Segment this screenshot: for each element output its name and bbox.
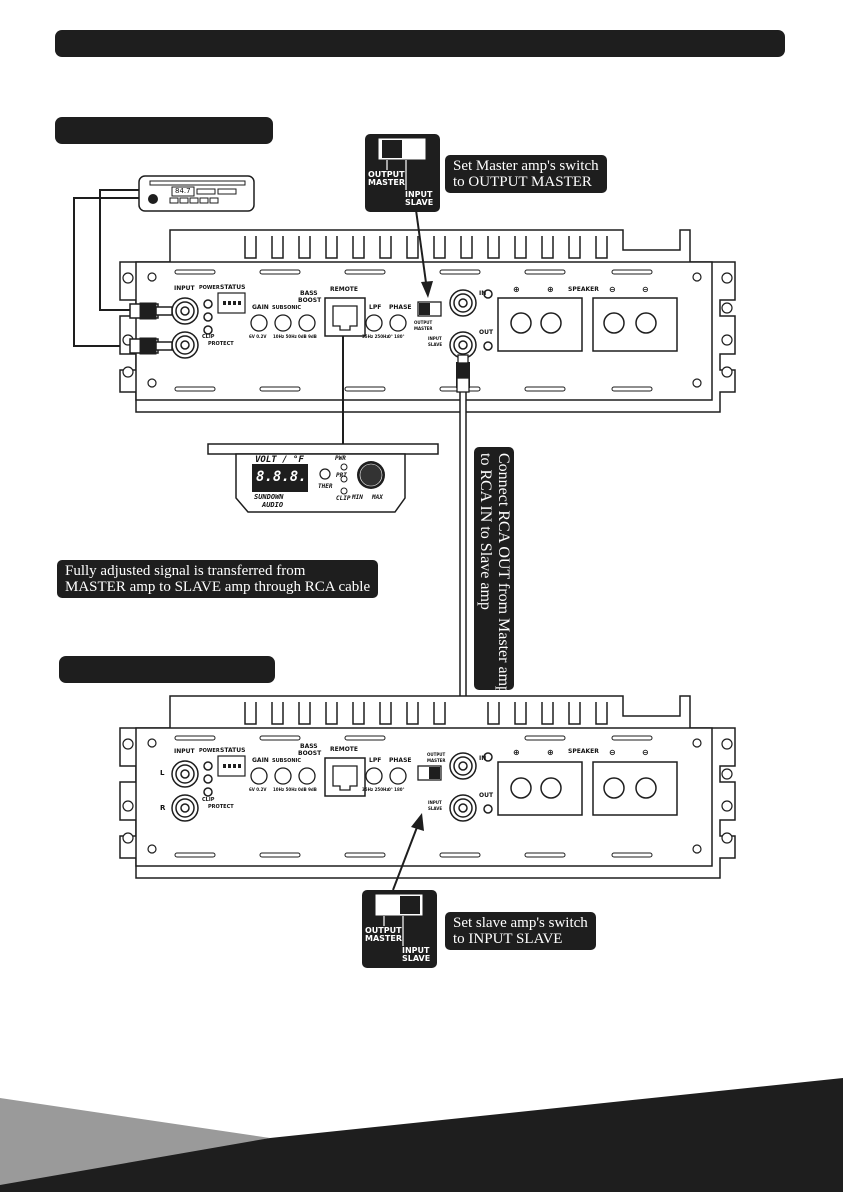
rca-note-line2: to RCA IN to Slave amp	[477, 453, 494, 610]
master-scale-boost: 0dB 9dB	[298, 334, 317, 339]
slave-plus-icon-1: ⊕	[513, 748, 520, 757]
master-section-bar	[55, 117, 273, 144]
remote-brand-2: AUDIO	[262, 501, 284, 509]
slave-in-label: IN	[479, 755, 487, 762]
master-scale-gain: 6V 0.2V	[249, 334, 267, 339]
header-bar	[55, 30, 785, 57]
slave-protect-label: PROTECT	[208, 804, 234, 810]
rca-note-line1: Connect RCA OUT from Master amp	[495, 453, 512, 695]
slave-switch-diagram	[362, 890, 437, 968]
slave-clip-label: CLIP	[202, 797, 215, 803]
remote-clip-label: CLIP	[336, 495, 351, 502]
master-phase-label: PHASE	[389, 304, 412, 311]
master-input-label: INPUT	[174, 285, 195, 292]
master-speaker-label: SPEAKER	[568, 286, 599, 293]
slave-scale-boost: 0dB 9dB	[298, 787, 317, 792]
slave-gain-label: GAIN	[252, 757, 269, 764]
slave-boost-label: BOOST	[298, 750, 322, 757]
master-out-label: OUT	[479, 329, 494, 336]
slave-switch-note: Set slave amp's switch to INPUT SLAVE	[445, 912, 596, 950]
slave-lpf-label: LPF	[369, 757, 382, 764]
remote-min-label: MIN	[352, 494, 363, 501]
slave-out-label: OUT	[479, 792, 494, 799]
remote-digits: 8.8.8.	[256, 469, 307, 485]
remote-brand-1: SUNDOWN	[254, 493, 284, 501]
master-scale-phase: 0° 180°	[388, 334, 405, 339]
master-note-line1: Set Master amp's switch	[453, 158, 599, 174]
slave-bass-label: BASS	[300, 743, 318, 750]
slave-power-label: POWER	[199, 748, 220, 754]
master-scale-lpf: 35Hz 250Hz	[362, 334, 389, 339]
slave-minus-icon-1: ⊖	[609, 748, 616, 757]
master-boost-label: BOOST	[298, 297, 322, 304]
slave-phase-label: PHASE	[389, 757, 412, 764]
master-plus-icon-1: ⊕	[513, 285, 520, 294]
slave-section-bar	[59, 656, 275, 683]
slave-scale-gain: 6V 0.2V	[249, 787, 267, 792]
remote-ther-label: THER	[318, 483, 333, 490]
grey-wedge	[0, 1098, 270, 1192]
slave-speaker-label: SPEAKER	[568, 748, 599, 755]
slave-subsonic-label: SUBSONIC	[272, 758, 302, 764]
master-status-label: STATUS	[220, 284, 246, 291]
master-note-line2: to OUTPUT MASTER	[453, 174, 592, 190]
slave-l-label: L	[160, 769, 165, 777]
master-minus-icon-2: ⊖	[642, 285, 649, 294]
master-switch-note: Set Master amp's switch to OUTPUT MASTER	[445, 155, 607, 193]
slave-remote-label: REMOTE	[330, 746, 358, 753]
head-unit	[138, 175, 255, 212]
slave-amp	[119, 695, 736, 879]
master-clip-label: CLIP	[202, 334, 215, 340]
master-bass-label: BASS	[300, 290, 318, 297]
master-power-label: POWER	[199, 285, 220, 291]
rca-note: Connect RCA OUT from Master amp to RCA I…	[474, 447, 514, 694]
master-lpf-label: LPF	[369, 304, 382, 311]
master-scale-sub: 10Hz 50Hz	[273, 334, 297, 339]
master-in-label: IN	[479, 290, 487, 297]
signal-note-line1: Fully adjusted signal is transferred fro…	[65, 563, 306, 579]
slave-note-line1: Set slave amp's switch	[453, 915, 588, 931]
head-unit-display: 84.7	[175, 187, 191, 195]
slave-scale-sub: 10Hz 50Hz	[273, 787, 297, 792]
master-gain-label: GAIN	[252, 304, 269, 311]
signal-note-line2: MASTER amp to SLAVE amp through RCA cabl…	[65, 579, 371, 595]
slave-plus-icon-2: ⊕	[547, 748, 554, 757]
remote-controller	[207, 443, 439, 513]
master-subsonic-label: SUBSONIC	[272, 305, 302, 311]
master-protect-label: PROTECT	[208, 341, 234, 347]
signal-note: Fully adjusted signal is transferred fro…	[57, 560, 379, 598]
slave-scale-lpf: 35Hz 250Hz	[362, 787, 389, 792]
master-minus-icon-1: ⊖	[609, 285, 616, 294]
slave-minus-icon-2: ⊖	[642, 748, 649, 757]
master-switch-diagram	[365, 134, 440, 212]
master-plus-icon-2: ⊕	[547, 285, 554, 294]
remote-max-label: MAX	[372, 494, 383, 501]
black-wedge	[0, 1078, 843, 1192]
slave-input-label: INPUT	[174, 748, 195, 755]
slave-status-label: STATUS	[220, 747, 246, 754]
remote-prt-label: PRT	[336, 472, 347, 479]
slave-scale-phase: 0° 180°	[388, 787, 405, 792]
slave-r-label: R	[160, 804, 166, 812]
remote-title: VOLT / °F	[255, 455, 304, 465]
master-remote-label: REMOTE	[330, 286, 358, 293]
remote-pwr-label: PWR	[335, 455, 346, 462]
slave-note-line2: to INPUT SLAVE	[453, 931, 563, 947]
